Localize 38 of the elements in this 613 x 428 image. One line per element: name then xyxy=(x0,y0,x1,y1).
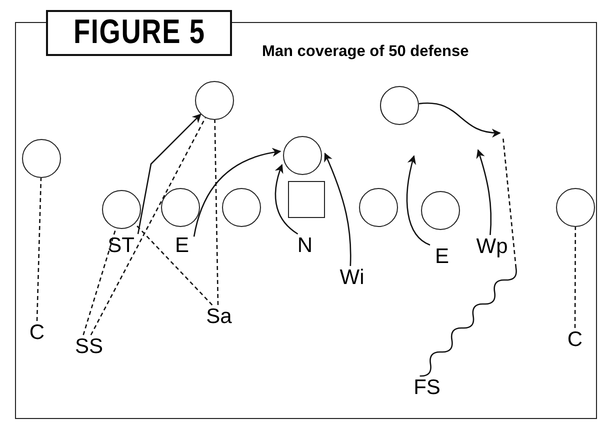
player-circle xyxy=(222,188,261,227)
position-label: E xyxy=(170,234,194,260)
dashed-line xyxy=(82,228,117,336)
arrow xyxy=(418,102,501,138)
dashed-line xyxy=(134,223,213,306)
position-label: C xyxy=(26,321,48,347)
player-circle xyxy=(421,191,460,230)
position-label: FS xyxy=(409,376,445,402)
arrow xyxy=(476,149,492,236)
position-label: Sa xyxy=(202,305,236,331)
player-circle xyxy=(161,188,200,227)
arrow xyxy=(324,152,352,266)
position-label: E xyxy=(430,245,454,271)
position-label: C xyxy=(564,328,586,354)
player-circle xyxy=(22,139,61,178)
position-label: N xyxy=(293,234,317,260)
arrow xyxy=(137,114,202,234)
caption-text: Man coverage of 50 defense xyxy=(262,43,469,61)
position-label: Wp xyxy=(474,235,510,261)
route-line xyxy=(420,136,517,377)
position-label: Wi xyxy=(336,266,368,292)
arrow xyxy=(274,164,298,235)
player-circle xyxy=(102,190,141,229)
dashed-line xyxy=(574,227,576,328)
position-label: ST xyxy=(104,234,138,260)
dashed-line xyxy=(214,120,219,306)
position-label: SS xyxy=(70,335,108,361)
player-circle xyxy=(359,188,398,227)
arrow xyxy=(193,148,282,237)
dashed-line xyxy=(90,117,206,336)
player-circle xyxy=(195,81,234,120)
arrow xyxy=(406,155,430,246)
figure-title: FIGURE 5 xyxy=(46,10,232,56)
player-circle xyxy=(556,188,595,227)
dashed-line xyxy=(36,178,42,322)
player-circle xyxy=(283,136,322,175)
player-square xyxy=(288,181,325,218)
player-circle xyxy=(380,86,419,125)
